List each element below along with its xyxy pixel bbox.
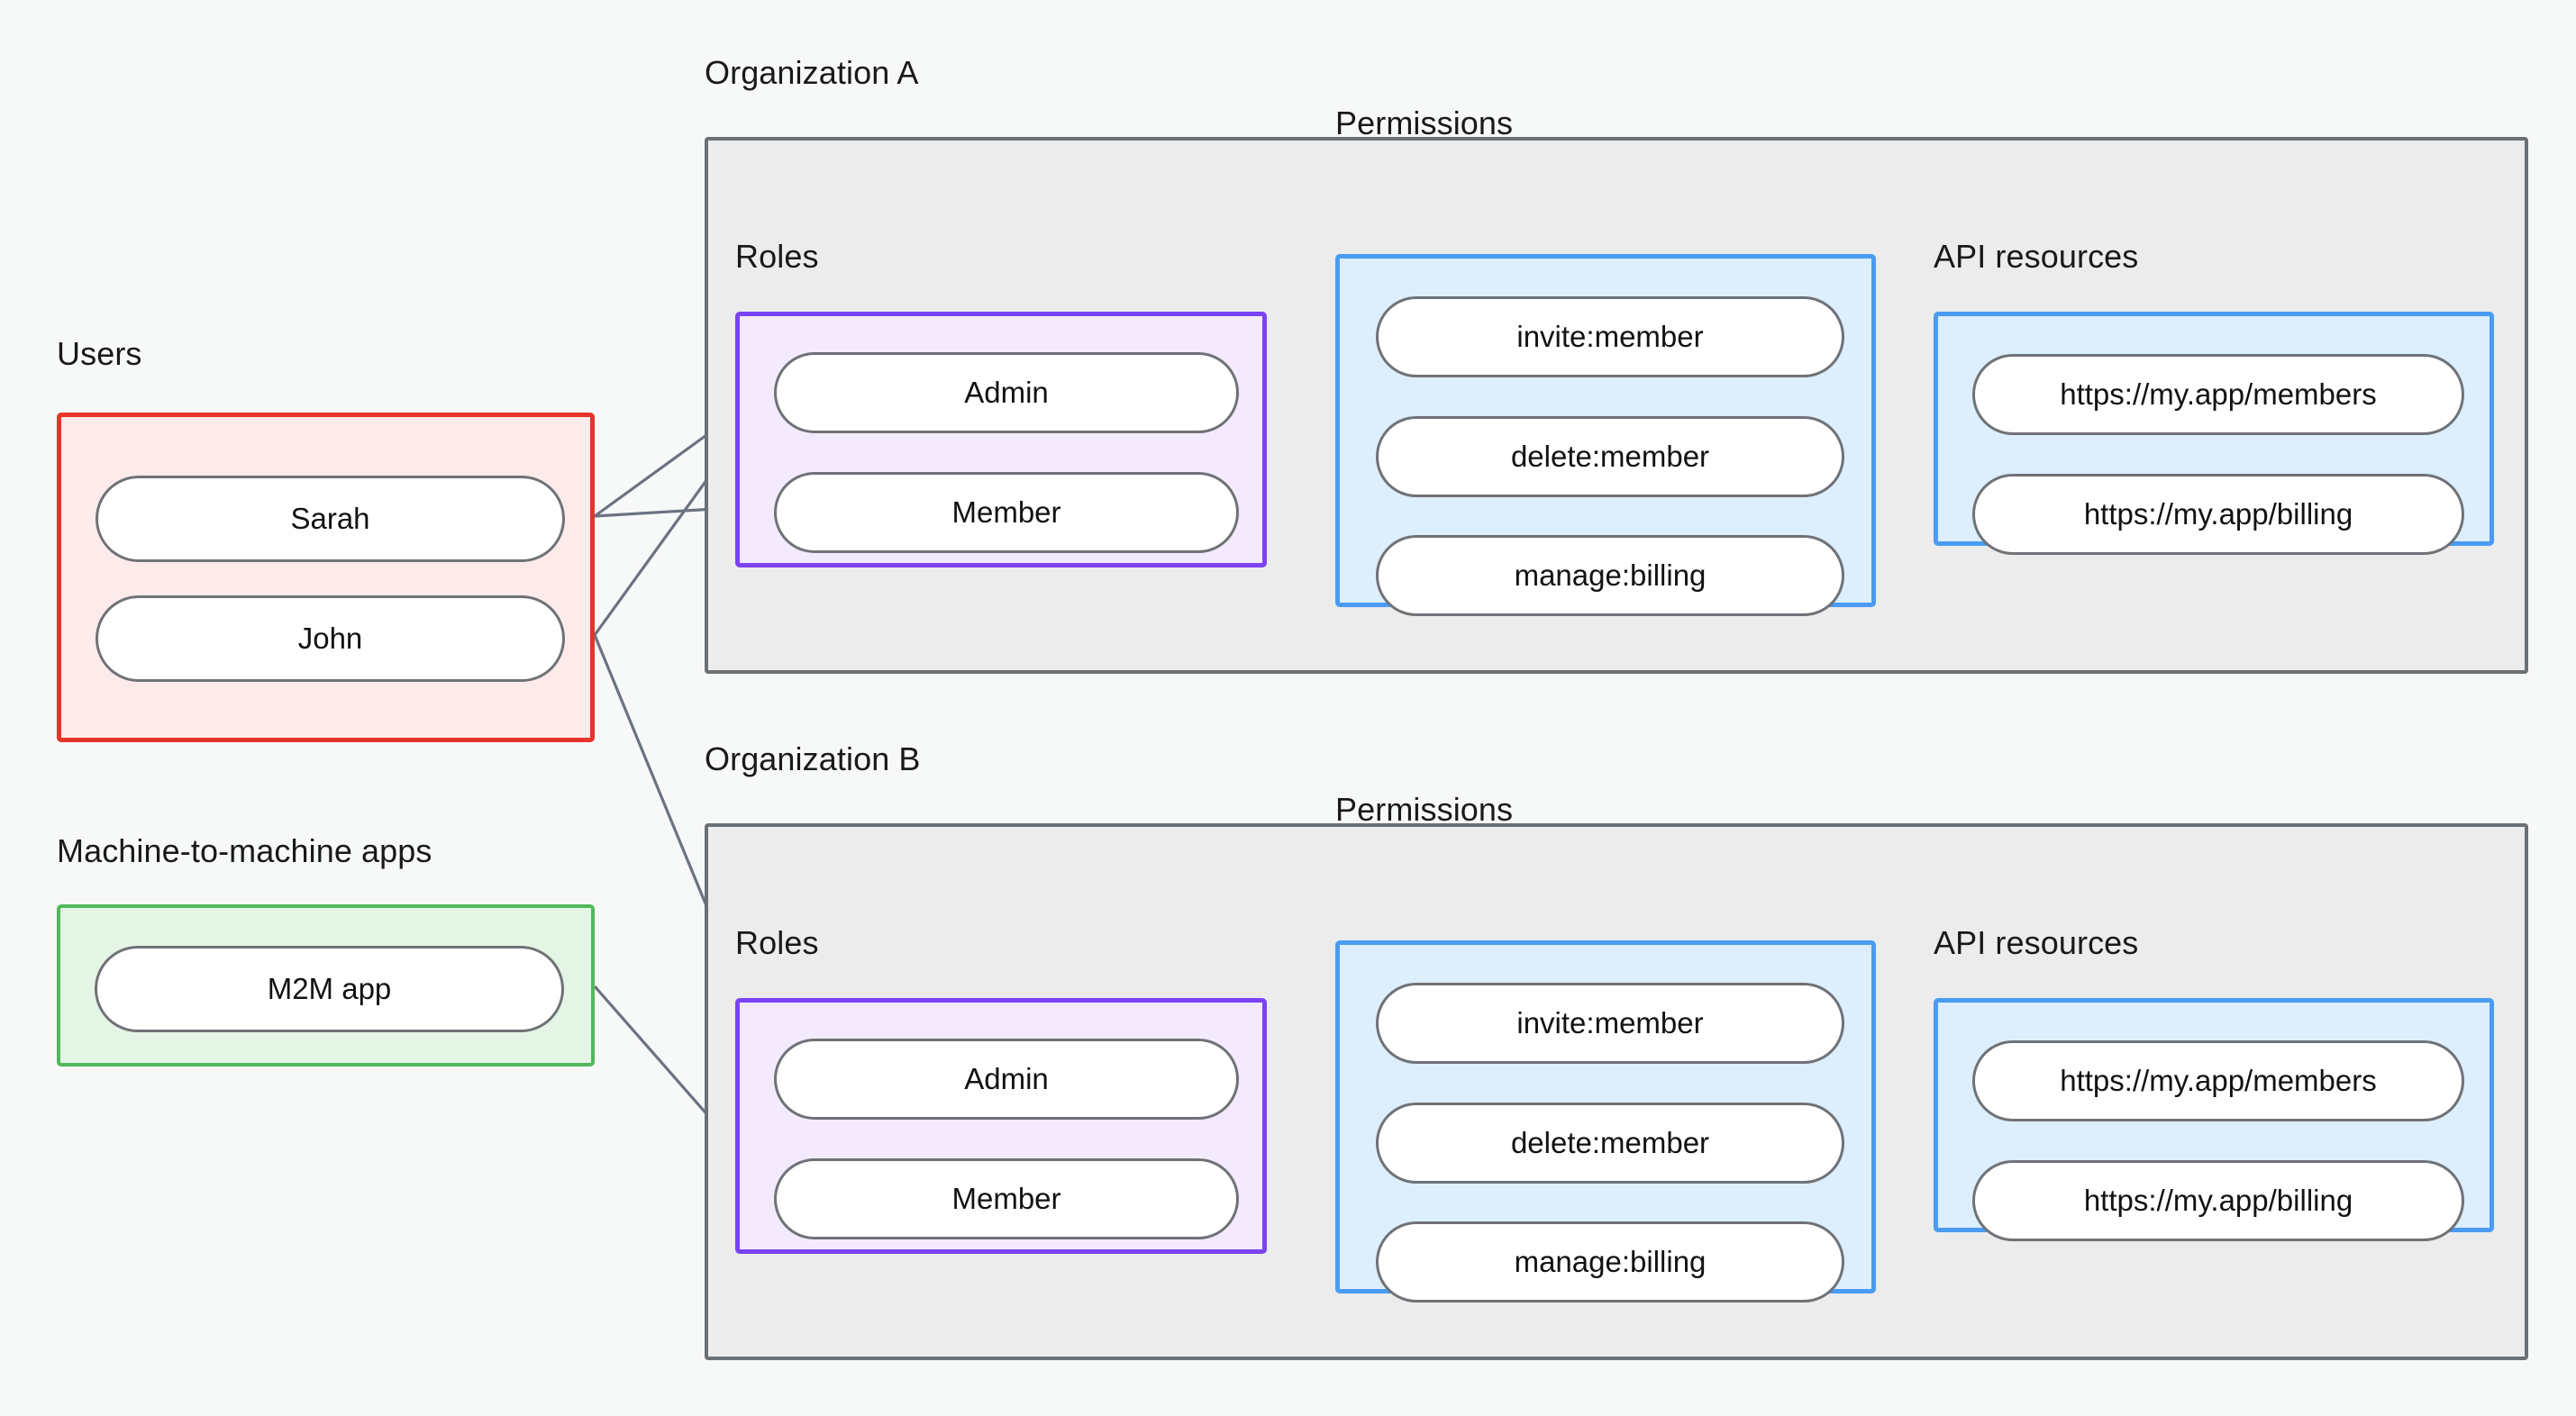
- orgA-permissions-box: invite:member delete:member manage:billi…: [1335, 254, 1876, 616]
- orgA-api-resources-box: https://my.app/members https://my.app/bi…: [1934, 312, 2494, 555]
- orgB-api-pill-members[interactable]: https://my.app/members: [1972, 1040, 2464, 1121]
- orgB-permission-pill-manage-billing[interactable]: manage:billing: [1376, 1221, 1844, 1303]
- organization-a-box: Roles Admin Member Permissions invite:me…: [705, 104, 2528, 674]
- orgB-permissions-title: Permissions: [1335, 791, 1514, 828]
- orgA-permission-pill-delete-member[interactable]: delete:member: [1376, 416, 1844, 497]
- orgA-roles-title: Roles: [735, 238, 819, 275]
- orgB-api-resources-title: API resources: [1934, 924, 2139, 961]
- orgB-role-pill-member[interactable]: Member: [774, 1158, 1239, 1239]
- organization-a-title: Organization A: [705, 54, 919, 91]
- orgA-api-resources-title: API resources: [1934, 238, 2139, 275]
- orgA-roles-box: Admin Member: [735, 312, 1267, 567]
- orgA-role-pill-member[interactable]: Member: [774, 472, 1239, 553]
- orgB-roles-box: Admin Member: [735, 998, 1267, 1254]
- orgB-permissions-box: invite:member delete:member manage:billi…: [1335, 940, 1876, 1303]
- user-pill-sarah[interactable]: Sarah: [96, 476, 565, 562]
- orgA-api-pill-members[interactable]: https://my.app/members: [1972, 354, 2464, 435]
- orgB-permission-pill-delete-member[interactable]: delete:member: [1376, 1103, 1844, 1184]
- users-group-title: Users: [57, 335, 142, 372]
- orgA-api-pill-billing[interactable]: https://my.app/billing: [1972, 474, 2464, 555]
- organization-b-title: Organization B: [705, 740, 921, 777]
- users-group-box: Sarah John: [57, 413, 595, 742]
- orgB-role-pill-admin[interactable]: Admin: [774, 1039, 1239, 1120]
- orgB-api-pill-billing[interactable]: https://my.app/billing: [1972, 1160, 2464, 1241]
- orgB-roles-title: Roles: [735, 924, 819, 961]
- orgA-permission-pill-invite-member[interactable]: invite:member: [1376, 296, 1844, 377]
- m2m-group-title: Machine-to-machine apps: [57, 832, 432, 869]
- user-pill-john[interactable]: John: [96, 595, 565, 682]
- organization-b-box: Roles Admin Member Permissions invite:me…: [705, 791, 2528, 1360]
- orgB-permission-pill-invite-member[interactable]: invite:member: [1376, 983, 1844, 1064]
- orgB-api-resources-box: https://my.app/members https://my.app/bi…: [1934, 998, 2494, 1241]
- orgA-role-pill-admin[interactable]: Admin: [774, 352, 1239, 433]
- m2m-group-box: M2M app: [57, 904, 595, 1067]
- orgA-permission-pill-manage-billing[interactable]: manage:billing: [1376, 535, 1844, 616]
- orgA-permissions-title: Permissions: [1335, 104, 1514, 141]
- m2m-pill-app[interactable]: M2M app: [95, 946, 564, 1032]
